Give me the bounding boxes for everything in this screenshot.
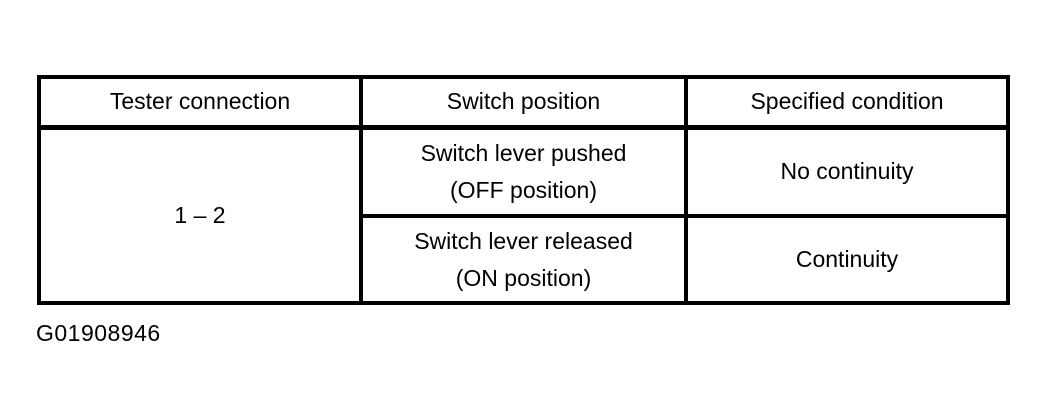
cell-switch-position-off: Switch lever pushed (OFF position) bbox=[359, 125, 688, 218]
table-row: 1 – 2 Switch lever pushed (OFF position)… bbox=[37, 125, 1010, 305]
switch-position-off-line1: Switch lever pushed bbox=[420, 139, 627, 166]
cell-tester-connection-value: 1 – 2 bbox=[37, 125, 363, 305]
table-header-row: Tester connection Switch position Specif… bbox=[37, 75, 1010, 130]
switch-position-on-line1: Switch lever released bbox=[414, 227, 633, 254]
header-cell-switch-position: Switch position bbox=[359, 75, 688, 130]
continuity-spec-table: Tester connection Switch position Specif… bbox=[37, 75, 1010, 305]
switch-position-on-line2: (ON position) bbox=[455, 264, 592, 291]
cell-specified-condition-no-continuity: No continuity bbox=[684, 125, 1010, 218]
cell-specified-condition-continuity: Continuity bbox=[684, 214, 1010, 305]
table-row: Switch lever released (ON position) Cont… bbox=[39, 214, 1010, 305]
header-cell-tester-connection: Tester connection bbox=[37, 75, 363, 130]
header-cell-specified-condition: Specified condition bbox=[684, 75, 1010, 130]
figure-id-label: G01908946 bbox=[36, 320, 161, 346]
cell-switch-position-on: Switch lever released (ON position) bbox=[359, 214, 688, 305]
switch-position-off-line2: (OFF position) bbox=[450, 176, 597, 203]
